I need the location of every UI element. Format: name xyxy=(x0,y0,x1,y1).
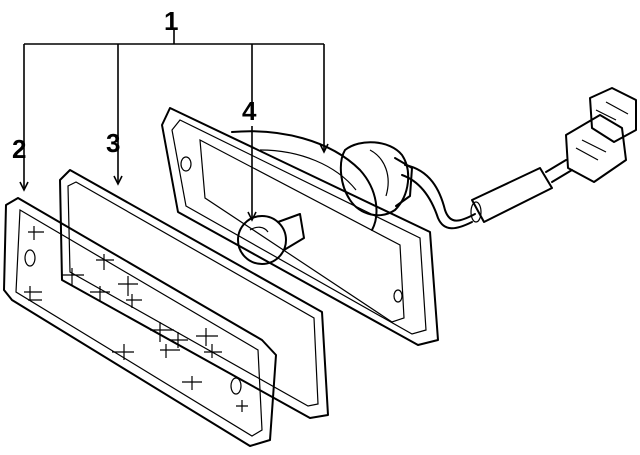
wiring-harness xyxy=(401,159,573,230)
callout-3: 3 xyxy=(106,128,120,158)
wire-connector xyxy=(565,87,637,183)
callout-4: 4 xyxy=(242,96,257,126)
lamp-housing xyxy=(161,107,439,346)
gasket xyxy=(59,169,329,419)
callout-4-leader xyxy=(247,126,257,222)
callout-1-leaders xyxy=(19,30,329,192)
callout-1: 1 xyxy=(164,6,178,36)
callout-2: 2 xyxy=(12,134,26,164)
bulb xyxy=(237,213,305,265)
lens xyxy=(3,197,277,447)
bulb-socket xyxy=(339,141,413,217)
